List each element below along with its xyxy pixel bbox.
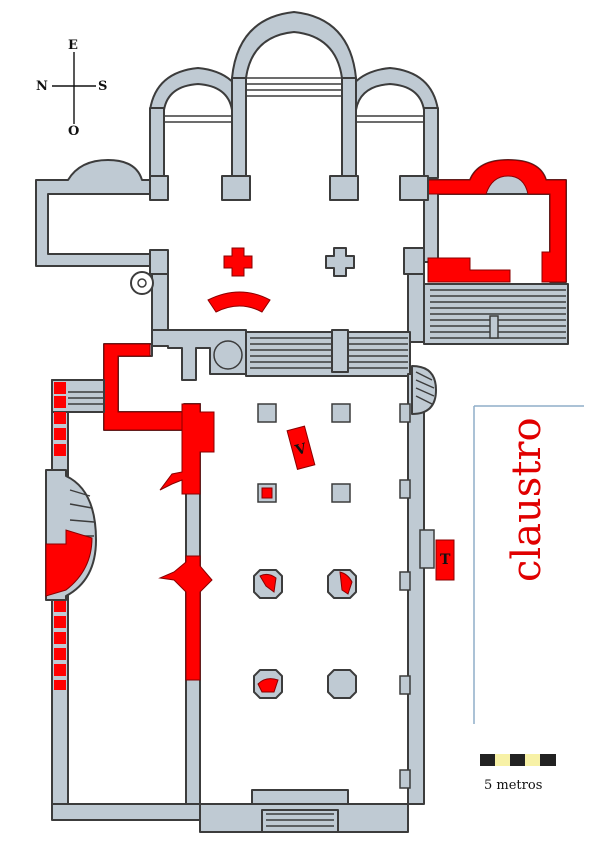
north-aisle-top-steps — [68, 391, 104, 405]
svg-text:T: T — [440, 552, 451, 568]
compass-west: O — [68, 124, 79, 139]
north-aisle-bottom-wall — [51, 803, 201, 821]
cloister-outline — [473, 405, 584, 724]
central-apse — [231, 11, 357, 79]
tomb-v: V — [286, 425, 316, 471]
scale-label: 5 metros — [484, 778, 542, 793]
north-chapel-red — [103, 343, 183, 431]
compass-east: E — [68, 38, 78, 53]
south-stair-newel — [489, 315, 499, 339]
south-wall-buttresses — [399, 403, 435, 789]
south-transept-highlight-lower — [427, 257, 511, 283]
scale-segment-1 — [480, 754, 495, 766]
north-porch-red — [45, 529, 93, 597]
scale-segment-5 — [540, 754, 556, 766]
nave-piers — [253, 403, 357, 699]
compass-north: N — [36, 79, 48, 94]
apses — [149, 11, 439, 123]
north-nave-red-upper — [159, 403, 215, 495]
red-cross-pier — [223, 247, 253, 277]
scale-bar: 5 metros — [480, 754, 556, 793]
chancel-step-lines — [250, 337, 408, 369]
scale-segment-4 — [525, 754, 540, 766]
claustro-label: claustro — [504, 417, 550, 582]
scale-segment-2 — [495, 754, 510, 766]
svg-text:V: V — [293, 440, 310, 459]
north-nave-red-lower — [158, 555, 213, 681]
north-passage-column — [213, 340, 243, 370]
side-apse-steps — [164, 115, 424, 123]
compass-south: S — [98, 79, 107, 94]
stair-turret — [411, 365, 437, 415]
pulpit-ring — [130, 271, 154, 295]
tomb-t: T — [435, 539, 455, 581]
south-stair-lines — [430, 289, 566, 339]
south-transept-highlight — [427, 159, 567, 283]
compass-rose: E N S O — [36, 38, 107, 139]
north-aisle-wall-pattern — [54, 382, 66, 690]
red-arc-fragment — [207, 291, 271, 313]
chancel-step-pillar — [331, 329, 349, 373]
west-entrance — [199, 789, 409, 833]
north-transept — [35, 159, 165, 267]
central-apse-steps — [246, 77, 342, 97]
crossing-piers — [149, 175, 429, 277]
scale-segment-3 — [510, 754, 525, 766]
